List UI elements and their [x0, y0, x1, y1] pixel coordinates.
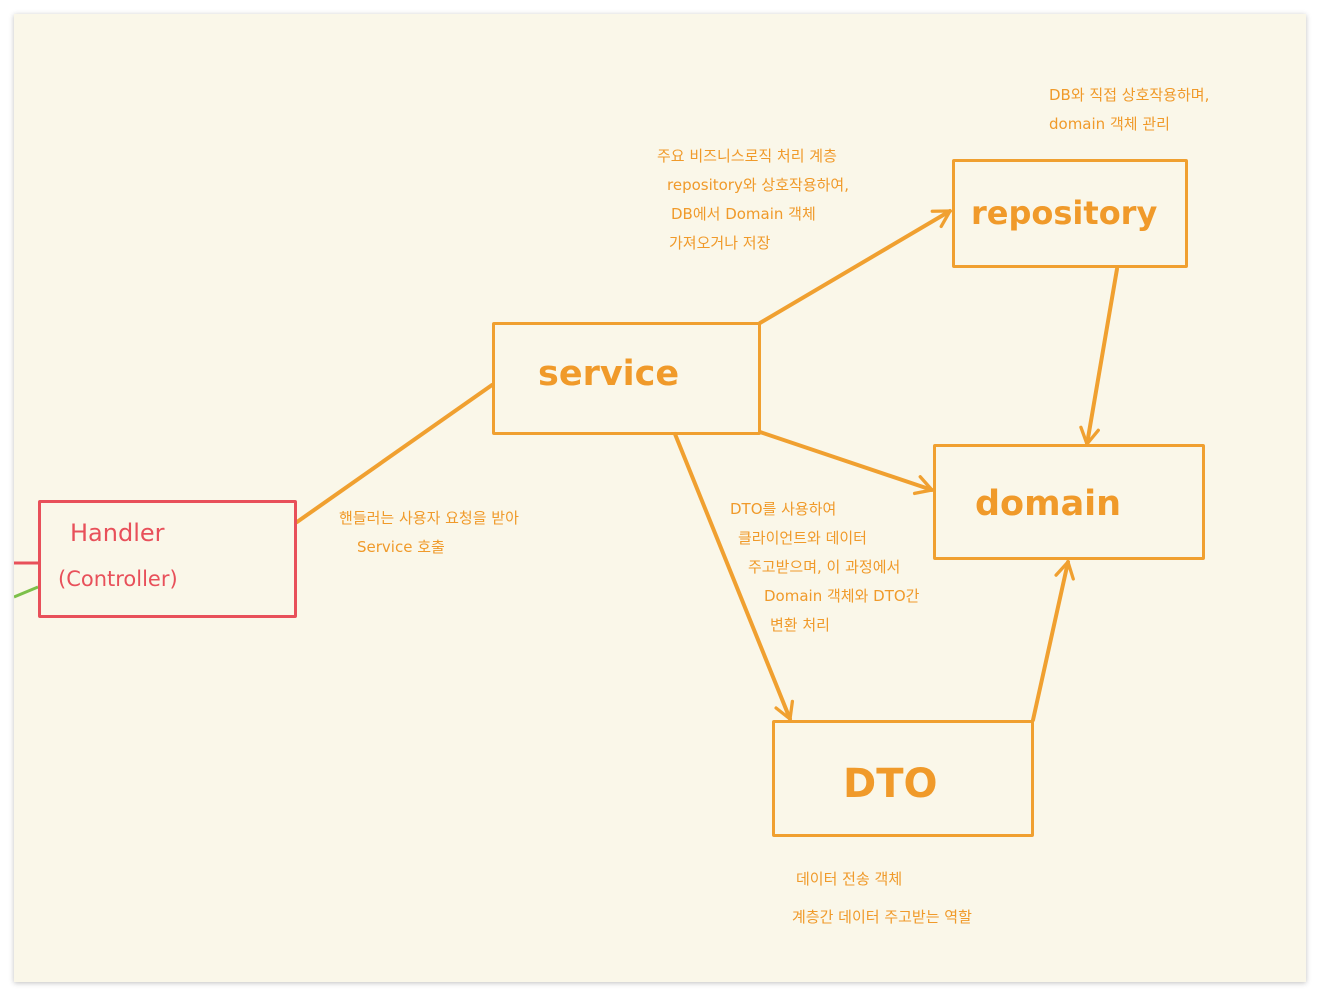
arrow-service-domain	[758, 430, 934, 496]
dto-usage-note-line: 변환 처리	[770, 616, 830, 634]
dto-usage-note: DTO를 사용하여 클라이언트와 데이터 주고받으며, 이 과정에서 Domai…	[730, 495, 919, 640]
arrow-repository-domain	[1079, 267, 1119, 446]
handler-label: Handler	[70, 519, 165, 547]
dto-usage-note-line: DTO를 사용하여	[730, 500, 837, 518]
arrow-service-dto	[673, 432, 795, 721]
service-note-line: repository와 상호작용하여,	[667, 176, 849, 194]
domain-label: domain	[975, 484, 1122, 524]
dto-usage-note-line: 주고받으며, 이 과정에서	[748, 558, 901, 576]
dto-usage-note-line: Domain 객체와 DTO간	[764, 587, 920, 605]
dto-label: DTO	[843, 761, 938, 807]
connector-layer	[14, 209, 1119, 722]
repository-note-line: domain 객체 관리	[1049, 115, 1170, 133]
dto-node[interactable]	[772, 720, 1034, 837]
repository-note-line: DB와 직접 상호작용하며,	[1049, 86, 1210, 104]
dto-note-line: 데이터 전송 객체	[796, 870, 903, 888]
repository-note: DB와 직접 상호작용하며, domain 객체 관리	[1049, 81, 1209, 139]
dto-note-line: 계층간 데이터 주고받는 역할	[792, 908, 972, 926]
service-note-line: DB에서 Domain 객체	[671, 205, 816, 223]
diagram-canvas: Handler (Controller) service repository …	[14, 14, 1306, 982]
service-node[interactable]	[492, 322, 761, 435]
handler-note-line: Service 호출	[357, 538, 445, 556]
domain-node[interactable]	[933, 444, 1205, 560]
service-note: 주요 비즈니스로직 처리 계층 repository와 상호작용하여, DB에서…	[657, 142, 849, 258]
handler-stub-green	[14, 585, 39, 599]
handler-node[interactable]	[38, 500, 297, 618]
repository-label: repository	[971, 194, 1158, 232]
service-label: service	[538, 354, 680, 394]
dto-usage-note-line: 클라이언트와 데이터	[738, 529, 867, 547]
handler-note: 핸들러는 사용자 요청을 받아 Service 호출	[339, 504, 519, 562]
service-note-line: 가져오거나 저장	[669, 234, 771, 252]
arrow-service-repository	[758, 209, 952, 325]
handler-note-line: 핸들러는 사용자 요청을 받아	[339, 509, 519, 527]
repository-node[interactable]	[952, 159, 1188, 268]
arrow-dto-domain	[1031, 560, 1075, 722]
handler-sublabel: (Controller)	[58, 567, 178, 591]
service-note-line: 주요 비즈니스로직 처리 계층	[657, 147, 837, 165]
dto-note: 데이터 전송 객체 계층간 데이터 주고받는 역할	[792, 860, 972, 936]
connector-handler-service	[295, 383, 494, 524]
